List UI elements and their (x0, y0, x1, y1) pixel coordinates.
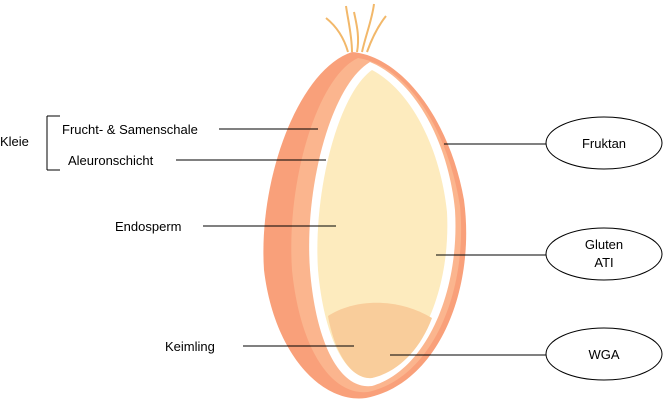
fructan-label: Fruktan (582, 136, 626, 151)
endosperm-region (317, 70, 448, 379)
bran-label: Kleie (0, 134, 29, 149)
wga-label: WGA (588, 347, 619, 362)
aleurone-label: Aleuronschicht (68, 153, 154, 168)
fructan-bubble (545, 116, 663, 170)
gluten-bubble (545, 227, 663, 281)
wga-bubble (545, 327, 663, 381)
bran-bracket (46, 115, 60, 171)
germ-region (328, 302, 432, 379)
germ-label: Keimling (165, 339, 215, 354)
pericarp-label: Frucht- & Samenschale (62, 122, 198, 137)
gluten-label: Gluten (585, 237, 623, 252)
grain-hairs (325, 3, 387, 53)
endosperm-label: Endosperm (115, 219, 181, 234)
ati-label: ATI (594, 255, 613, 270)
